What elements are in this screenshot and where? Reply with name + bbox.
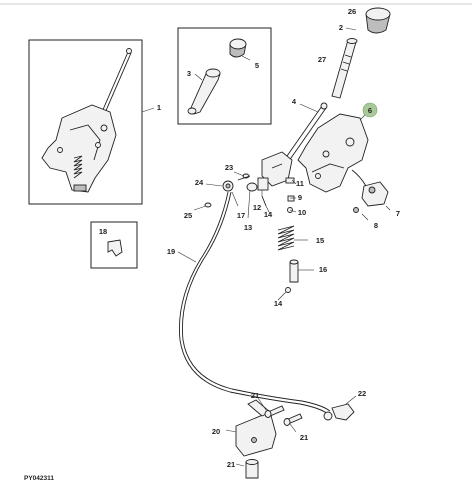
callout-22: 22 [358,389,366,398]
assembly-inset-frame [28,39,143,205]
screw-part [353,207,359,213]
callout-14a: 14 [264,210,273,219]
knob-part [365,7,391,34]
callout-27: 27 [318,55,326,64]
callout-4: 4 [292,97,297,106]
callout-21a: 21 [251,391,259,400]
callout-5: 5 [255,61,259,70]
callout-labels: 1 2 3 4 5 6 7 8 9 10 11 12 13 14 14 15 1… [99,7,400,469]
callout-9: 9 [298,193,302,202]
callout-21c: 21 [227,460,235,469]
callout-21b: 21 [300,433,308,442]
tube-knob-inset-frame [177,27,272,125]
callout-2: 2 [339,23,343,32]
callout-7: 7 [396,209,400,218]
callout-26: 26 [348,7,356,16]
callout-11: 11 [296,179,304,188]
callout-24: 24 [195,178,204,187]
clip-part [331,403,355,421]
callout-10: 10 [298,208,306,217]
callout-14b: 14 [274,299,283,308]
lever-rod-part [331,38,358,99]
bolts-part [245,405,303,479]
switch-part [351,169,389,207]
callout-12: 12 [253,203,261,212]
shift-lever-part [261,102,328,187]
spring-part [277,225,295,251]
callout-25: 25 [184,211,192,220]
cable-part [179,191,333,421]
callout-19: 19 [167,247,175,256]
pin-part [285,259,299,293]
highlight-marker [362,102,378,118]
callout-16: 16 [319,265,327,274]
callout-15: 15 [316,236,324,245]
mounting-bracket-part [235,399,277,457]
clip-inset-frame [90,221,138,269]
leader-lines [141,27,391,467]
pivot-hardware-part [204,173,295,213]
document-id: PY042311 [24,475,54,482]
callout-18: 18 [99,227,107,236]
callout-6: 6 [368,106,372,115]
housing-bracket-part [297,113,369,193]
callout-17: 17 [237,211,245,220]
callout-8: 8 [374,221,378,230]
callout-3: 3 [187,69,191,78]
callout-13: 13 [244,223,252,232]
callout-20: 20 [212,427,220,436]
callout-1: 1 [157,103,161,112]
callout-23: 23 [225,163,233,172]
